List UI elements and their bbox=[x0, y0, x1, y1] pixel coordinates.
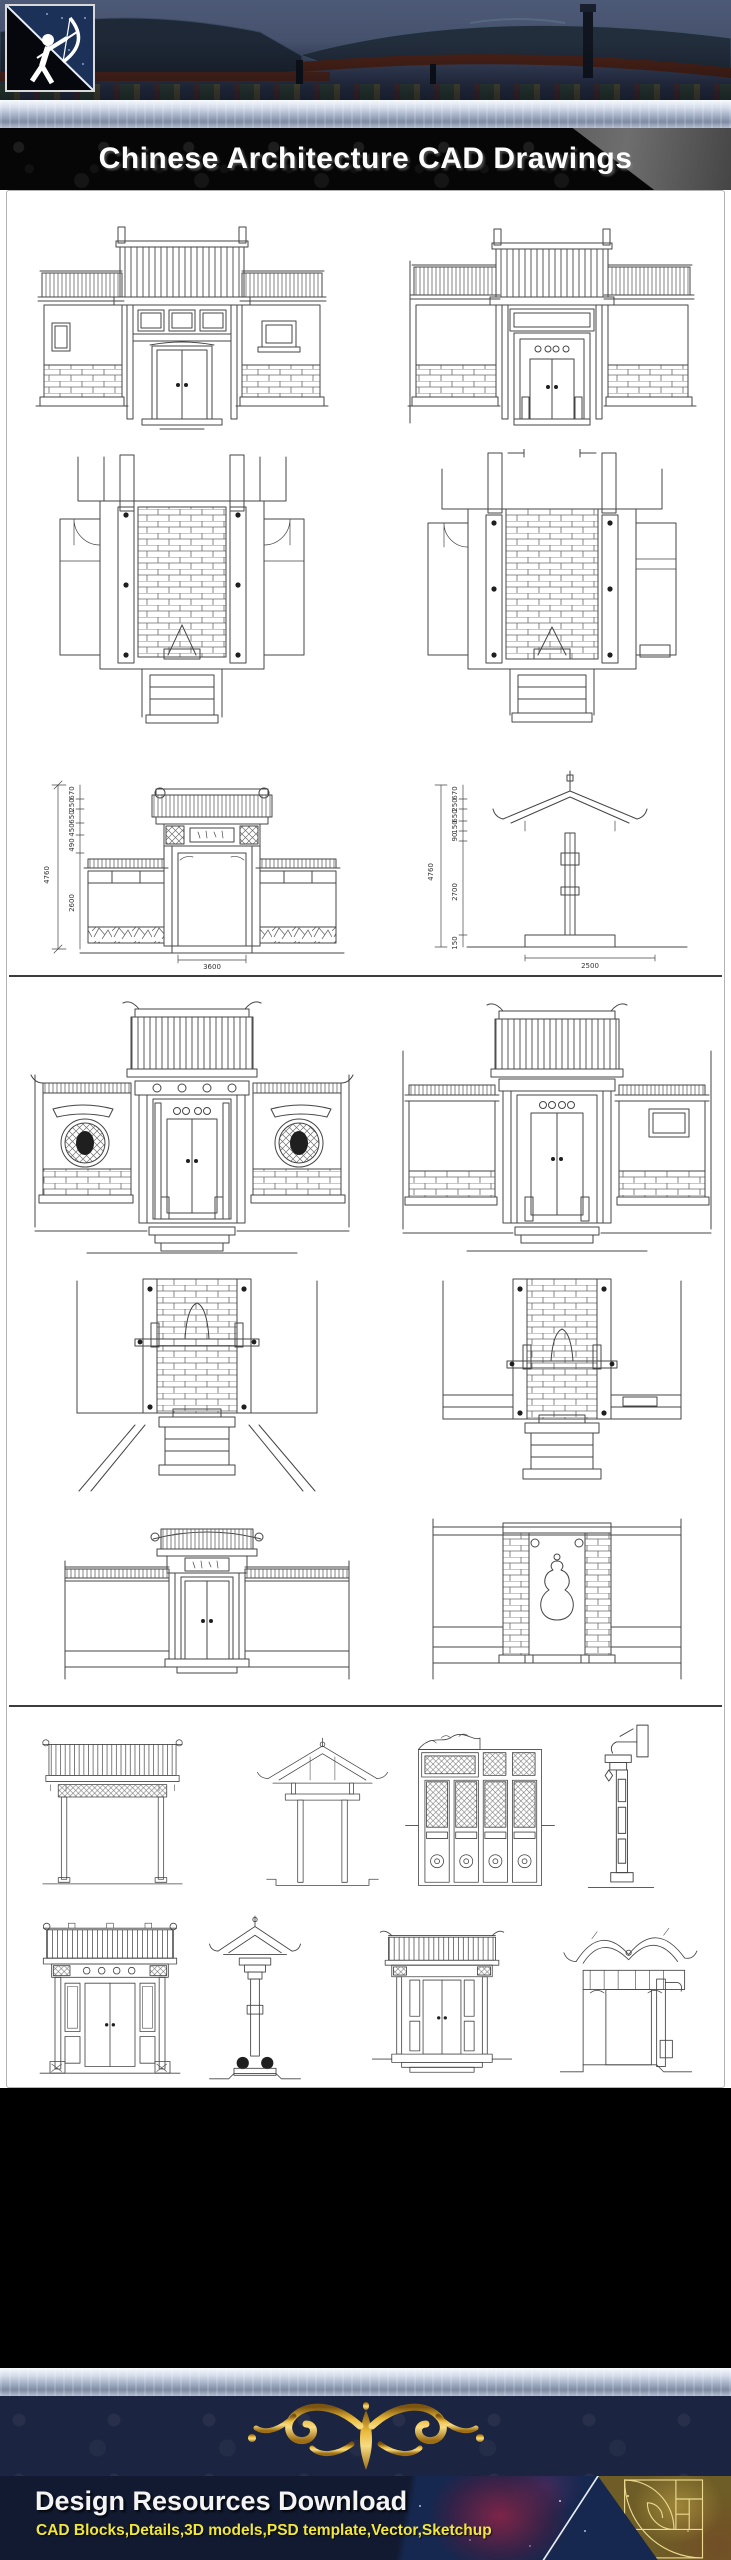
dim-side-s1: 250 bbox=[451, 798, 459, 811]
black-spacer-band bbox=[0, 2088, 731, 2368]
dim-side-s3: 150 bbox=[451, 820, 459, 833]
cad-gate-elevation-2 bbox=[402, 213, 702, 436]
dim-side-base: 150 bbox=[451, 936, 459, 949]
footer-bar: Design Resources Download CAD Blocks,Det… bbox=[0, 2476, 731, 2560]
footer-subtitle: CAD Blocks,Details,3D models,PSD templat… bbox=[36, 2522, 492, 2539]
archer-logo-icon bbox=[7, 6, 93, 90]
row-plans-2 bbox=[7, 1273, 724, 1503]
archer-logo bbox=[5, 4, 95, 92]
cad-gable-gate bbox=[245, 1717, 400, 1910]
cad-gate-plan-3 bbox=[47, 1273, 347, 1508]
ornament-band bbox=[0, 2396, 731, 2476]
row-small-gates bbox=[7, 1509, 724, 1699]
dim-side-s0: 670 bbox=[451, 786, 459, 799]
cad-gate-front-dimensioned: 4760 670 250 650 450 490 2600 bbox=[32, 757, 352, 977]
cad-gate-plan-4 bbox=[427, 1273, 697, 1508]
row-plans-1 bbox=[7, 448, 724, 749]
cad-gate-elevation-1 bbox=[32, 213, 332, 436]
drawings-sheet: 4760 670 250 650 450 490 2600 bbox=[0, 190, 731, 2088]
row-elevations-2 bbox=[7, 991, 724, 1263]
metal-divider-top bbox=[0, 100, 731, 128]
gold-flourish-icon bbox=[247, 2402, 484, 2470]
cad-pergola-gate bbox=[35, 1717, 190, 1910]
cad-small-gate-plaque bbox=[57, 1509, 357, 1704]
cad-bell-stand-side bbox=[199, 1909, 311, 2089]
drawings-panel: 4760 670 250 650 450 490 2600 bbox=[6, 190, 725, 2088]
footer-title: Design Resources Download bbox=[35, 2486, 408, 2516]
cad-side-profile-detail bbox=[579, 1717, 663, 1910]
cad-small-gate-vase bbox=[427, 1509, 687, 1704]
dim-side-width: 2500 bbox=[581, 962, 599, 970]
dim-side-s4: 90 bbox=[451, 833, 459, 842]
dim-front-s4: 490 bbox=[68, 838, 76, 851]
dim-front-s0: 670 bbox=[68, 786, 76, 799]
row-dimensioned: 4760 670 250 650 450 490 2600 bbox=[7, 757, 724, 972]
banner-shade bbox=[0, 0, 731, 100]
cad-ornate-gate-elevation-2 bbox=[397, 991, 717, 1268]
page-title: Chinese Architecture CAD Drawings bbox=[98, 142, 633, 175]
cad-double-gable-gate bbox=[547, 1909, 705, 2089]
cad-gate-plan-2 bbox=[412, 448, 692, 754]
row-details-1 bbox=[7, 1717, 724, 1905]
cad-flat-roof-gate bbox=[35, 1909, 185, 2089]
dim-front-s1: 250 bbox=[68, 798, 76, 811]
dim-front-width: 3600 bbox=[203, 963, 221, 971]
dim-front-s3: 450 bbox=[68, 823, 76, 836]
section-divider-1 bbox=[9, 975, 722, 977]
cad-carved-door-panels bbox=[399, 1717, 561, 1910]
dim-side-mid: 2700 bbox=[451, 883, 459, 901]
cad-platform-gate bbox=[371, 1909, 513, 2089]
dim-side-total: 4760 bbox=[427, 863, 435, 881]
dim-front-lower: 2600 bbox=[68, 894, 76, 912]
cad-gate-plan-1 bbox=[42, 449, 322, 754]
cad-ornate-gate-elevation-1 bbox=[27, 991, 357, 1268]
metal-divider-bottom bbox=[0, 2368, 731, 2396]
row-elevations-1 bbox=[7, 213, 724, 431]
cad-gate-side-dimensioned: 4760 670 250 650 150 90 2700 150 bbox=[407, 757, 707, 977]
section-divider-2 bbox=[9, 1705, 722, 1707]
title-band: Chinese Architecture CAD Drawings bbox=[0, 128, 731, 190]
dim-front-s2: 650 bbox=[68, 810, 76, 823]
temple-photo-banner bbox=[0, 0, 731, 100]
row-details-2 bbox=[7, 1909, 724, 2084]
dim-front-total: 4760 bbox=[43, 866, 51, 884]
dim-side-s2: 650 bbox=[451, 809, 459, 822]
